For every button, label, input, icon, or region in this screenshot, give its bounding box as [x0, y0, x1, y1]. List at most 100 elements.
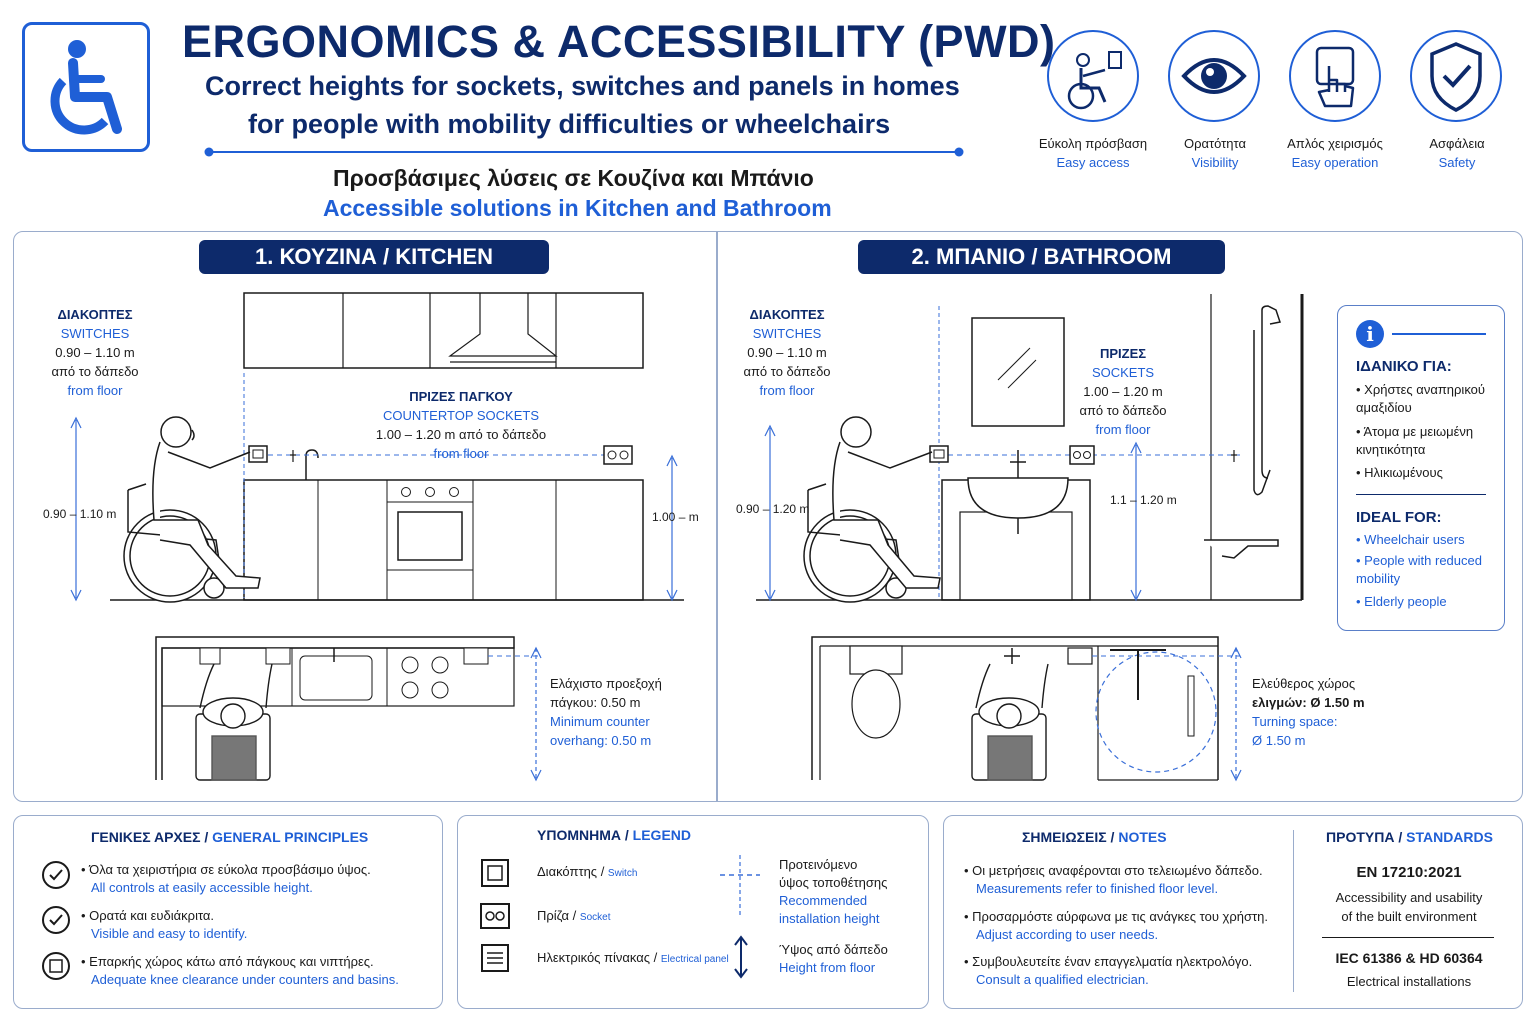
legend-title-gr: ΥΠΟΜΝΗΜΑ: [537, 827, 621, 843]
eye-icon: [1181, 58, 1247, 94]
principle-en: All controls at easily accessible height…: [91, 880, 313, 895]
wheelchair-access-icon: [1067, 51, 1122, 110]
principle-item: • Όλα τα χειριστήρια σε εύκολα προσβάσιμ…: [81, 862, 371, 895]
wheelchair-icon: [50, 40, 122, 135]
rec-en1: Recommended: [779, 893, 868, 908]
ideal-gr-text: Ηλικιωμένους: [1364, 465, 1443, 480]
kitchen-title: 1. ΚΟΥΖΙΝΑ / KITCHEN: [199, 240, 549, 274]
legend-gr: Ηλεκτρικός πίνακας: [537, 950, 651, 965]
principle-en: Visible and easy to identify.: [91, 926, 248, 941]
feature-label-en: Visibility: [1191, 155, 1239, 170]
info-rule: [1392, 333, 1486, 335]
principle-gr: Ορατά και ευδιάκριτα.: [89, 908, 215, 923]
standards-divider: [1293, 830, 1294, 992]
ideal-en-text: Wheelchair users: [1364, 532, 1465, 547]
legend-item: Ηλεκτρικός πίνακας / Electrical panel: [537, 950, 729, 965]
panel-divider: [716, 232, 718, 801]
ideal-title-en: IDEAL FOR:: [1356, 509, 1442, 526]
standards-rule: [1322, 937, 1494, 938]
ideal-divider: [1356, 494, 1486, 495]
ideal-gr-item: • Ηλικιωμένους: [1356, 465, 1443, 480]
bathroom-switches-label: ΔΙΑΚΟΠΤΕΣ SWITCHES 0.90 – 1.10 m από το …: [722, 305, 852, 400]
ideal-title-gr: ΙΔΑΝΙΚΟ ΓΙΑ:: [1356, 358, 1452, 375]
info-icon: i: [1356, 320, 1384, 348]
label-range: 0.90 – 1.10 m: [55, 345, 135, 360]
rec-en2: installation height: [779, 911, 880, 926]
title-divider: [204, 147, 964, 157]
kitchen-switches-label: ΔΙΑΚΟΠΤΕΣ SWITCHES 0.90 – 1.10 m από το …: [30, 305, 160, 400]
principle-gr: Όλα τα χειριστήρια σε εύκολα προσβάσιμο …: [89, 862, 371, 877]
standard-1-desc1: Accessibility and usability: [1335, 890, 1483, 905]
bathroom-turning-label: Ελεύθερος χώρος ελιγμών: Ø 1.50 m Turnin…: [1252, 674, 1382, 750]
principle-gr: Επαρκής χώρος κάτω από πάγκους και νιπτή…: [89, 954, 374, 969]
label-from-gr: από το δάπεδο: [51, 364, 139, 379]
note-en: Measurements refer to finished floor lev…: [976, 881, 1219, 896]
ideal-en-item: • Elderly people: [1356, 594, 1447, 609]
ideal-gr-item: • Άτομα με μειωμένη κινητικότητα: [1356, 424, 1474, 457]
legend-recommended: Προτεινόμενο ύψος τοποθέτησης Recommende…: [779, 856, 919, 928]
feature-circle: [1289, 30, 1381, 122]
legend-en: Electrical panel: [660, 954, 729, 965]
note-en: Adjust according to user needs.: [976, 927, 1159, 942]
rec-gr1: Προτεινόμενο: [779, 857, 858, 872]
panel-legend-icon: [481, 944, 509, 972]
feature-circle: [1047, 30, 1139, 122]
kitchen-dim-right: 1.00 – m: [652, 510, 699, 524]
label-range: 1.00 – 1.20 m: [1083, 384, 1163, 399]
label-gr2: ελιγμών: Ø 1.50 m: [1252, 695, 1365, 710]
label-from-en: from floor: [67, 383, 123, 398]
standards-title: ΠΡΟΤΥΠΑ / STANDARDS: [1326, 829, 1493, 845]
notes-title: ΣΗΜΕΙΩΣΕΙΣ / NOTES: [1022, 829, 1167, 845]
ideal-en-text: Elderly people: [1364, 594, 1447, 609]
feature-circle: [1168, 30, 1260, 122]
label-gr: ΔΙΑΚΟΠΤΕΣ: [749, 307, 825, 322]
knee-clearance-icon: [42, 952, 70, 980]
bathroom-dim-left: 0.90 – 1.20 m: [736, 502, 810, 516]
note-en: Consult a qualified electrician.: [976, 972, 1149, 987]
legend-title: ΥΠΟΜΝΗΜΑ / LEGEND: [537, 827, 692, 843]
legend-gr: Πρίζα: [537, 908, 570, 923]
standard-2-desc: Electrical installations: [1346, 974, 1472, 989]
legend-en: Socket: [579, 912, 611, 923]
feature-label-en: Easy operation: [1291, 155, 1379, 170]
switch-legend-icon: [481, 859, 509, 887]
label-en: SWITCHES: [752, 326, 822, 341]
feature-circle: [1410, 30, 1502, 122]
accessibility-logo: [22, 22, 150, 152]
bathroom-elevation-drawing: [756, 294, 1304, 782]
feature-label-gr: Ασφάλεια: [1429, 136, 1485, 151]
label-gr1: Ελεύθερος χώρος: [1252, 676, 1356, 691]
note-item: • Προσαρμόστε αύρφωνα με τις ανάγκες του…: [964, 909, 1268, 942]
label-gr: ΠΡΙΖΕΣ: [1099, 346, 1147, 361]
hf-gr: Ύψος από δάπεδο: [779, 942, 888, 957]
ideal-gr-text: Χρήστες αναπηρικού αμαξιδίου: [1356, 382, 1485, 415]
check-circle-icon: [42, 861, 70, 889]
principles-title: ΓΕΝΙΚΕΣ ΑΡΧΕΣ / GENERAL PRINCIPLES: [91, 829, 369, 845]
note-gr: Οι μετρήσεις αναφέρονται στο τελειωμένο …: [972, 863, 1263, 878]
check-circle-icon: [42, 906, 70, 934]
label-from-en: from floor: [433, 446, 489, 461]
kitchen-dim-left: 0.90 – 1.10 m: [43, 507, 117, 521]
legend-item: Πρίζα / Socket: [537, 908, 611, 923]
legend-gr: Διακόπτης: [537, 864, 598, 879]
bathroom-sockets-label: ΠΡΙΖΕΣ SOCKETS 1.00 – 1.20 m από το δάπε…: [1068, 344, 1178, 439]
standards-title-gr: ΠΡΟΤΥΠΑ: [1326, 829, 1395, 845]
legend-height-from-floor: Ύψος από δάπεδο Height from floor: [779, 941, 919, 977]
notes-box: [943, 815, 1523, 1009]
note-gr: Συμβουλευτείτε έναν επαγγελματία ηλεκτρο…: [972, 954, 1253, 969]
feature-label-gr: Εύκολη πρόσβαση: [1038, 136, 1148, 151]
page-title: ERGONOMICS & ACCESSIBILITY (PWD): [182, 16, 1056, 67]
notes-title-gr: ΣΗΜΕΙΩΣΕΙΣ: [1022, 829, 1107, 845]
page-subtitle-line1: Correct heights for sockets, switches an…: [205, 71, 960, 101]
principle-item: • Επαρκής χώρος κάτω από πάγκους και νιπ…: [81, 954, 399, 987]
hf-en: Height from floor: [779, 960, 876, 975]
recommended-height-legend-icon: [720, 855, 760, 915]
feature-label-gr: Ορατότητα: [1183, 136, 1247, 151]
rec-gr2: ύψος τοποθέτησης: [779, 875, 888, 890]
label-from-en: from floor: [1095, 422, 1151, 437]
label-gr: ΔΙΑΚΟΠΤΕΣ: [57, 307, 133, 322]
label-from-en: from floor: [759, 383, 815, 398]
note-item: • Συμβουλευτείτε έναν επαγγελματία ηλεκτ…: [964, 954, 1253, 987]
label-gr: ΠΡΙΖΕΣ ΠΑΓΚΟΥ: [409, 389, 513, 404]
hand-press-icon: [1315, 46, 1355, 108]
